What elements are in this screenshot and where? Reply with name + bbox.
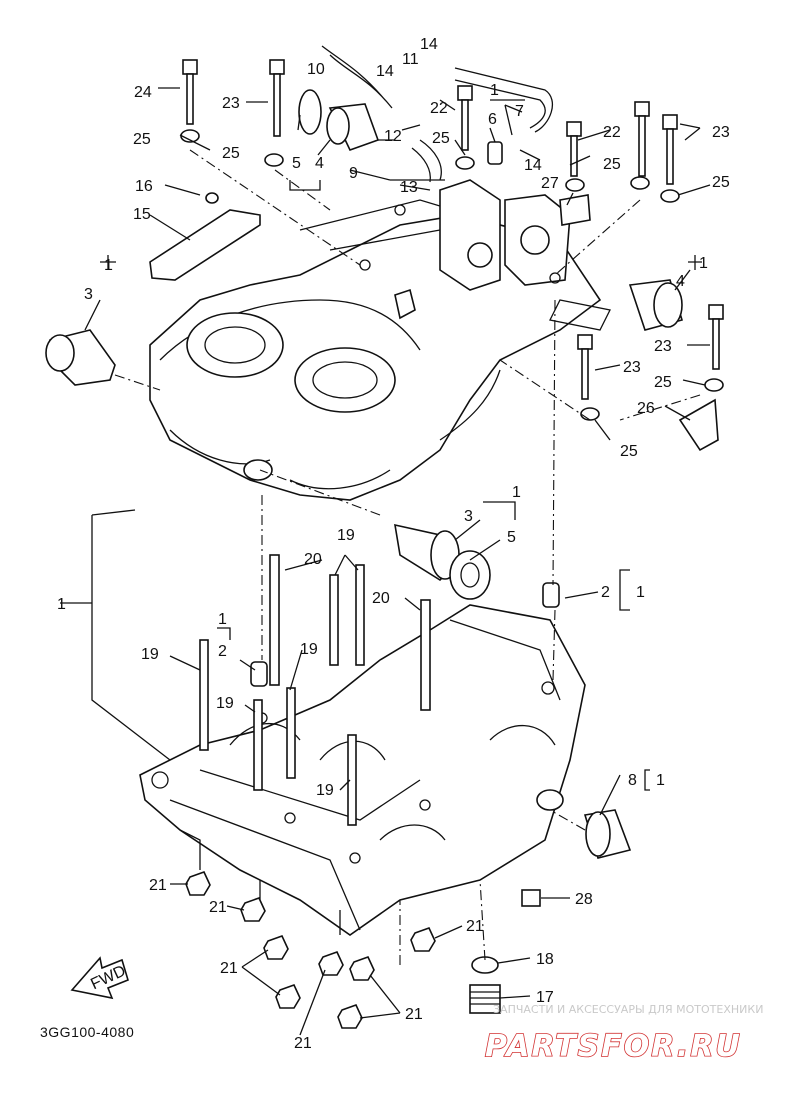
callout: 13 <box>400 179 418 196</box>
callout: 16 <box>135 178 153 195</box>
callout: 22 <box>603 124 621 141</box>
callout: 19 <box>216 695 234 712</box>
callout: 20 <box>304 551 322 568</box>
callout: 21 <box>294 1035 312 1052</box>
callout: 20 <box>372 590 390 607</box>
callout: 1 <box>490 82 499 99</box>
forward-arrow-icon: FWD <box>70 956 129 1000</box>
callout: 19 <box>316 782 334 799</box>
bolts-and-washers <box>180 59 724 421</box>
callout: 2 <box>601 584 610 601</box>
callout: 14 <box>524 157 542 174</box>
callout: 25 <box>222 145 240 162</box>
lower-crankcase <box>139 604 586 936</box>
callout: 1 <box>636 584 645 601</box>
callout: 19 <box>337 527 355 544</box>
watermark-brand: PARTSFOR.RU <box>485 1029 742 1064</box>
callout: 17 <box>536 989 554 1006</box>
upper-crankcase <box>149 179 611 501</box>
callout: 21 <box>405 1006 423 1023</box>
callout: 25 <box>712 174 730 191</box>
callout: 5 <box>507 529 516 546</box>
callout: 2 <box>218 643 227 660</box>
callout: 1 <box>699 255 708 272</box>
callout: 23 <box>623 359 641 376</box>
callout: 4 <box>676 273 685 290</box>
callout: 7 <box>515 103 524 120</box>
callout: 14 <box>420 36 438 53</box>
callout: 11 <box>402 51 419 68</box>
callout: 1 <box>512 484 521 501</box>
callout: 25 <box>603 156 621 173</box>
callout: 26 <box>637 400 655 417</box>
callout: 23 <box>222 95 240 112</box>
callout: 25 <box>620 443 638 460</box>
nuts <box>185 871 436 1029</box>
callout: 25 <box>133 131 151 148</box>
leader-lines <box>60 87 711 1036</box>
callout: 19 <box>141 646 159 663</box>
callout: 1 <box>57 596 66 613</box>
callout: 25 <box>432 130 450 147</box>
callout: 27 <box>541 175 559 192</box>
callout: 24 <box>134 84 152 101</box>
callout: 9 <box>349 165 358 182</box>
bearings-seals <box>45 45 719 1014</box>
callout: 23 <box>654 338 672 355</box>
callout: 1 <box>104 257 113 274</box>
diagram-code: 3GG100-4080 <box>40 1024 134 1040</box>
callout: 14 <box>376 63 394 80</box>
callout: 23 <box>712 124 730 141</box>
callout: 6 <box>488 111 497 128</box>
callout: 25 <box>654 374 672 391</box>
callout: 21 <box>209 899 227 916</box>
callout: 22 <box>430 100 448 117</box>
callout: 21 <box>149 877 167 894</box>
callout: 19 <box>300 641 318 658</box>
callout: 3 <box>464 508 473 525</box>
callout: 3 <box>84 286 93 303</box>
callout: 4 <box>315 155 324 172</box>
callout: 21 <box>466 918 484 935</box>
callout: 8 <box>628 772 637 789</box>
callout: 18 <box>536 951 554 968</box>
callout: 5 <box>292 155 301 172</box>
callout: 10 <box>307 61 325 78</box>
callout: 15 <box>133 206 151 223</box>
stud-bolts <box>199 554 431 826</box>
watermark-tagline: ЗАПЧАСТИ И АКСЕССУАРЫ ДЛЯ МОТОТЕХНИКИ <box>493 1003 763 1016</box>
watermark: ЗАПЧАСТИ И АКСЕССУАРЫ ДЛЯ МОТОТЕХНИКИ PA… <box>484 1003 763 1065</box>
callout-labels: 24 23 25 25 10 11 14 14 22 1 7 6 12 25 5… <box>57 36 730 1052</box>
callout: 12 <box>384 128 402 145</box>
callout: 1 <box>656 772 665 789</box>
callout: 28 <box>575 891 593 908</box>
callout: 21 <box>220 960 238 977</box>
callout: 1 <box>218 611 227 628</box>
